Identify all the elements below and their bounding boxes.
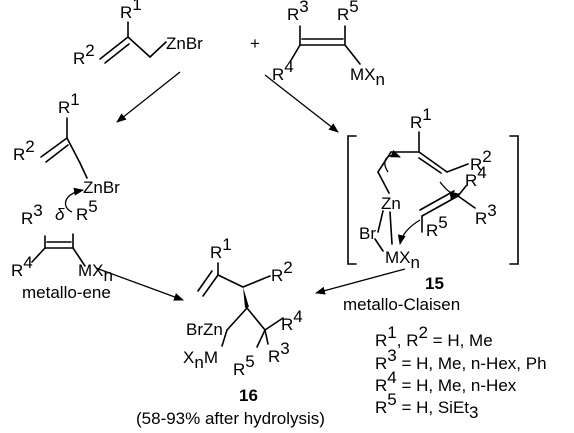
ts-zn-label: Zn — [381, 194, 401, 213]
plus-sign: + — [250, 34, 260, 53]
legend-r5: R5 = H, SiEt3 — [375, 390, 479, 422]
arrow-to-claisen — [264, 74, 339, 133]
ts-r1-label: R1 — [410, 105, 432, 132]
ts-r2-label: R2 — [470, 147, 492, 174]
metallo-claisen-label: metallo-Claisen — [343, 295, 460, 314]
ts-r5-label: R5 — [426, 213, 448, 240]
ene-curved-arrow — [64, 187, 84, 213]
ts-curved-arrow-3 — [397, 219, 421, 245]
vinylmetal-reagent: R3 R5 R4 MXn — [272, 0, 385, 89]
r4-label: R4 — [272, 57, 294, 84]
product-r5-label: R5 — [233, 352, 255, 379]
yield-note: (58-93% after hydrolysis) — [136, 409, 325, 428]
delta-symbol: δ — [55, 205, 65, 224]
allylzinc-reagent: R1 R2 ZnBr — [73, 0, 203, 68]
ene-znbr-label: ZnBr — [83, 178, 120, 197]
ene-r1-label: R1 — [58, 90, 80, 117]
product-r2-label: R2 — [271, 258, 293, 285]
ts-curved-arrow-1 — [384, 149, 401, 173]
ene-r5-label: R5 — [76, 197, 98, 224]
znbr-label: ZnBr — [166, 34, 203, 53]
r3-label: R3 — [287, 0, 309, 24]
product-r1-label: R1 — [210, 235, 232, 262]
mx-label: MXn — [350, 65, 385, 89]
ts-curved-arrow-2 — [439, 181, 460, 200]
ts-bracket-right — [509, 135, 519, 265]
ene-r3-label: R3 — [21, 201, 43, 228]
legend-r1-r2: R1, R2 = H, Me — [375, 323, 493, 350]
product-xnm-label: XnM — [183, 348, 218, 372]
product-brzn-label: BrZn — [186, 320, 223, 339]
metallo-ene-pathway: R1 R2 ZnBr δ R3 R5 R4 MXn metallo-ene — [11, 90, 120, 302]
product-r4-label: R4 — [281, 307, 303, 334]
r2-label: R2 — [73, 41, 95, 68]
ts-compound-number: 15 — [425, 274, 444, 293]
arrow-to-ene — [116, 71, 181, 123]
arrow-claisen-to-product — [315, 268, 406, 295]
legend-r3: R3 = H, Me, n-Hex, Ph — [375, 346, 547, 373]
metallo-claisen-ts: R1 R2 Zn R4 R3 R5 Br MXn 15 metallo-Clai… — [343, 105, 519, 314]
ts-r4-label: R4 — [465, 163, 487, 190]
ene-r4-label: R4 — [11, 253, 33, 280]
ts-bracket-left — [347, 135, 357, 265]
ts-r3-label: R3 — [475, 201, 497, 228]
arrow-ene-to-product — [95, 267, 184, 301]
ene-mx-label: MXn — [78, 261, 113, 285]
product-16: R1 R2 BrZn R4 XnM R5 R3 16 (58-93% after… — [136, 235, 325, 428]
ts-mx-label: MXn — [385, 248, 420, 272]
ene-r2-label: R2 — [13, 137, 35, 164]
legend-r4: R4 = H, Me, n-Hex — [375, 368, 517, 395]
r1-label: R1 — [120, 0, 142, 22]
substituent-legend: R1, R2 = H, Me R3 = H, Me, n-Hex, Ph R4 … — [375, 323, 547, 422]
ts-br-label: Br — [359, 224, 376, 243]
r5-label: R5 — [337, 0, 359, 24]
metallo-ene-label: metallo-ene — [22, 283, 111, 302]
product-r3-label: R3 — [268, 339, 290, 366]
product-compound-number: 16 — [239, 386, 258, 405]
